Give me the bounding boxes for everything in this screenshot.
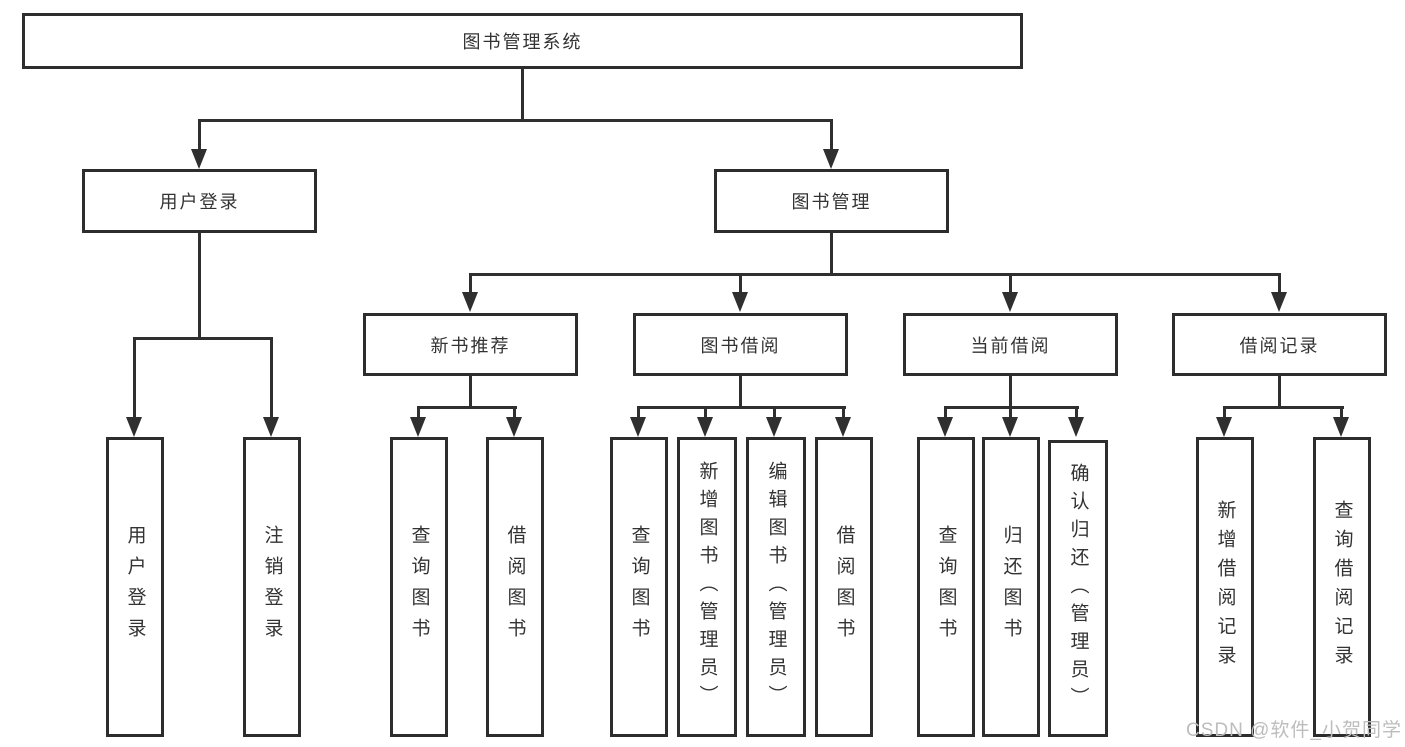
leaf-add-books-admin: 新增图书（管理员） xyxy=(677,437,737,737)
arrowhead-down-icon xyxy=(1002,292,1018,312)
connector-line-vertical xyxy=(830,233,833,275)
connector-line-vertical xyxy=(1278,273,1281,294)
arrowhead-down-icon xyxy=(630,417,646,437)
leaf-borrow-books: 借阅图书 xyxy=(815,437,873,737)
connector-line-vertical xyxy=(133,337,136,419)
connector-line-horizontal xyxy=(469,273,1281,276)
arrowhead-down-icon xyxy=(462,292,478,312)
node-new-book-recommend: 新书推荐 xyxy=(363,313,578,376)
connector-line-horizontal xyxy=(944,406,1079,409)
arrowhead-down-icon xyxy=(191,149,207,169)
connector-line-horizontal xyxy=(133,337,273,340)
node-book-borrow: 图书借阅 xyxy=(633,313,848,376)
arrowhead-down-icon xyxy=(1271,292,1287,312)
connector-line-vertical xyxy=(704,406,707,419)
arrowhead-down-icon xyxy=(937,417,953,437)
connector-line-vertical xyxy=(513,406,516,419)
connector-line-vertical xyxy=(1075,406,1078,419)
node-current-borrow: 当前借阅 xyxy=(903,313,1118,376)
connector-line-vertical xyxy=(1009,406,1012,419)
connector-line-horizontal xyxy=(1223,406,1344,409)
leaf-add-borrow-record: 新增借阅记录 xyxy=(1196,437,1254,737)
arrowhead-down-icon xyxy=(1002,417,1018,437)
connector-line-vertical xyxy=(944,406,947,419)
leaf-query-borrow-record: 查询借阅记录 xyxy=(1313,437,1371,737)
arrowhead-down-icon xyxy=(126,417,142,437)
connector-line-vertical xyxy=(1278,376,1281,408)
connector-line-vertical xyxy=(469,376,472,408)
connector-line-horizontal xyxy=(417,406,517,409)
connector-line-horizontal xyxy=(198,119,833,122)
connector-line-vertical xyxy=(637,406,640,419)
csdn-watermark: CSDN @软件_小贺同学 xyxy=(1186,720,1402,741)
arrowhead-down-icon xyxy=(732,292,748,312)
leaf-query-books-borrow: 查询图书 xyxy=(610,437,668,737)
connector-line-vertical xyxy=(198,233,201,339)
arrowhead-down-icon xyxy=(1068,417,1084,437)
connector-line-horizontal xyxy=(637,406,846,409)
connector-line-vertical xyxy=(739,376,742,408)
leaf-query-books-current: 查询图书 xyxy=(917,437,975,737)
connector-line-vertical xyxy=(1340,406,1343,419)
connector-line-vertical xyxy=(773,406,776,419)
connector-line-vertical xyxy=(1009,273,1012,294)
connector-line-vertical xyxy=(739,273,742,294)
arrowhead-down-icon xyxy=(263,417,279,437)
arrowhead-down-icon xyxy=(766,417,782,437)
node-book-management: 图书管理 xyxy=(714,169,949,233)
leaf-edit-books-admin: 编辑图书（管理员） xyxy=(746,437,806,737)
arrowhead-down-icon xyxy=(697,417,713,437)
arrowhead-down-icon xyxy=(835,417,851,437)
connector-line-vertical xyxy=(1223,406,1226,419)
connector-line-vertical xyxy=(198,119,201,151)
arrowhead-down-icon xyxy=(410,417,426,437)
connector-line-vertical xyxy=(521,68,524,120)
arrowhead-down-icon xyxy=(506,417,522,437)
arrowhead-down-icon xyxy=(823,149,839,169)
leaf-borrow-books-newbook: 借阅图书 xyxy=(486,437,544,737)
arrowhead-down-icon xyxy=(1333,417,1349,437)
connector-line-vertical xyxy=(417,406,420,419)
connector-line-vertical xyxy=(469,273,472,294)
arrowhead-down-icon xyxy=(1216,417,1232,437)
connector-line-vertical xyxy=(270,337,273,419)
leaf-user-login: 用户登录 xyxy=(106,437,164,737)
leaf-logout: 注销登录 xyxy=(243,437,301,737)
node-user-login: 用户登录 xyxy=(82,169,317,233)
connector-line-vertical xyxy=(842,406,845,419)
leaf-confirm-return-admin: 确认归还（管理员） xyxy=(1048,440,1108,737)
connector-line-vertical xyxy=(1009,376,1012,408)
node-library-management-system: 图书管理系统 xyxy=(22,13,1023,69)
connector-line-vertical xyxy=(830,119,833,151)
leaf-return-books: 归还图书 xyxy=(982,437,1040,737)
leaf-query-books-newbook: 查询图书 xyxy=(390,437,448,737)
node-borrow-record: 借阅记录 xyxy=(1172,313,1387,376)
